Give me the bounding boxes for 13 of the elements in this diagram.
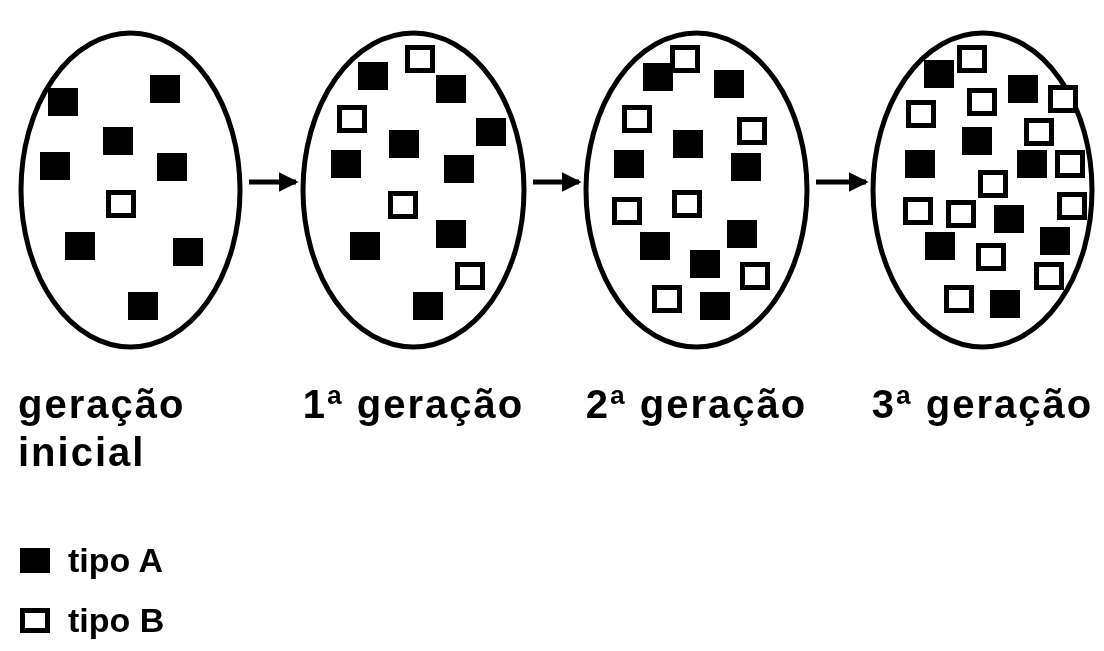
generation-caption: geração inicial bbox=[18, 381, 187, 476]
arrow bbox=[816, 172, 869, 192]
generation-caption: 1ª geração bbox=[301, 381, 526, 428]
legend-label: tipo A bbox=[68, 540, 164, 580]
population-ellipse bbox=[300, 30, 527, 350]
legend-label: tipo B bbox=[68, 600, 165, 640]
arrow bbox=[533, 172, 582, 192]
generation-caption: 2ª geração bbox=[584, 381, 809, 428]
population-ellipse bbox=[18, 30, 243, 350]
population-ellipse bbox=[870, 30, 1095, 350]
arrow bbox=[249, 172, 299, 192]
generation-caption: 3ª geração bbox=[870, 381, 1095, 428]
population-ellipse bbox=[583, 30, 810, 350]
